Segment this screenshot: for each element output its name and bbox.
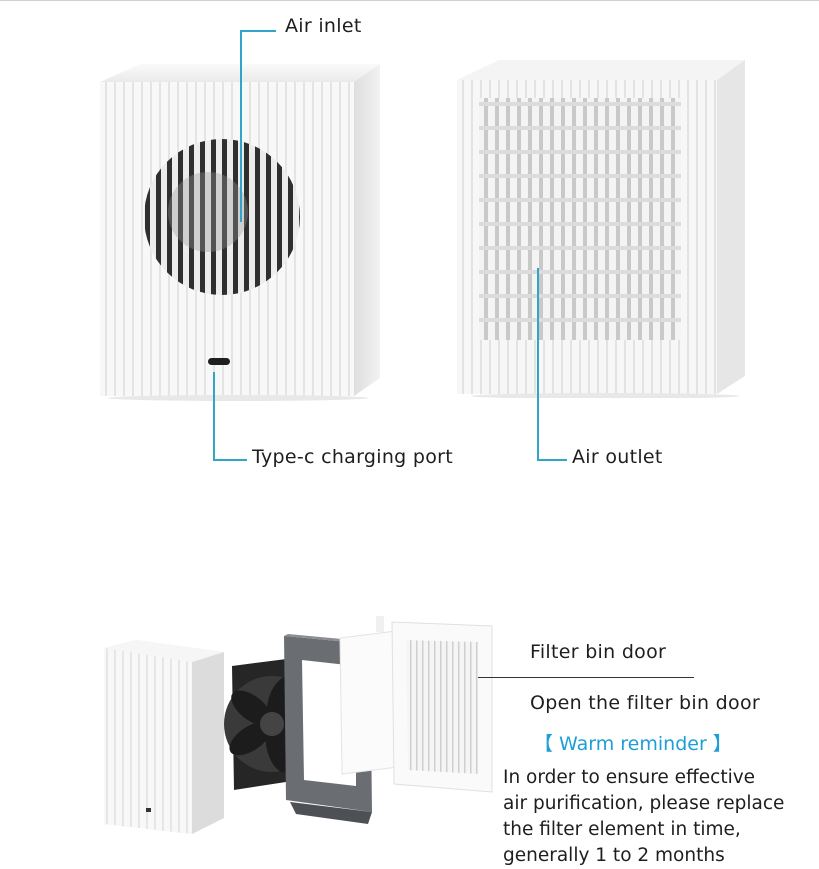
air-outlet-label: Air outlet: [572, 446, 663, 468]
air-outlet-leader-h: [537, 459, 567, 461]
reminder-line-3: the filter element in time,: [503, 819, 741, 840]
air-inlet-label: Air inlet: [285, 15, 362, 37]
charging-port-label: Type-c charging port: [252, 446, 454, 468]
air-inlet-leader-h: [240, 30, 276, 32]
filter-bin-door-label: Filter bin door: [530, 641, 667, 663]
filter-door-leader: [478, 677, 694, 678]
open-filter-door-label: Open the filter bin door: [530, 692, 760, 714]
reminder-line-1: In order to ensure effective: [503, 767, 756, 788]
reminder-line-2: air purification, please replace: [503, 793, 785, 814]
exploded-view-icon: [104, 616, 493, 834]
reminder-line-4: generally 1 to 2 months: [503, 845, 725, 866]
usb-c-port: [208, 358, 230, 365]
purifier-front-icon: [100, 64, 380, 401]
charging-port-leader-v: [213, 372, 215, 461]
charging-port-leader-h: [213, 459, 247, 461]
reminder-text: In order to ensure effective air purific…: [503, 765, 813, 869]
purifier-back-icon: [457, 60, 745, 398]
warm-reminder-heading: 【 Warm reminder 】: [534, 733, 732, 755]
top-divider: [0, 0, 819, 1]
air-outlet-leader-v: [537, 268, 539, 461]
air-inlet-leader-v: [240, 30, 242, 222]
